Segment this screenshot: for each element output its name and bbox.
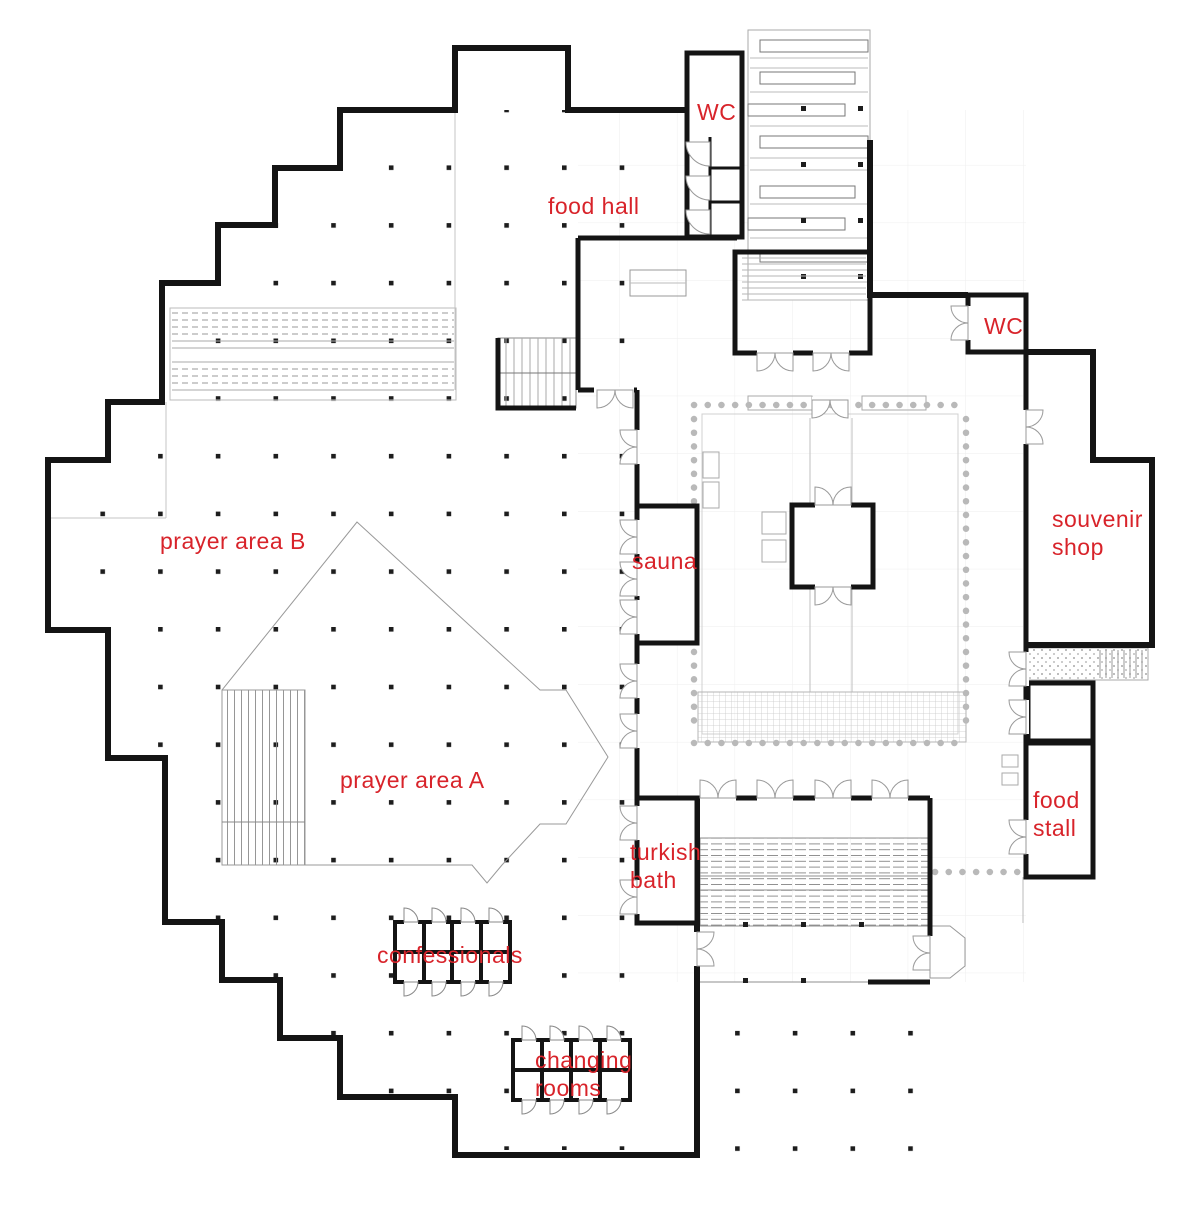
courtyard-structures bbox=[697, 395, 967, 743]
prayer-east-wall bbox=[575, 235, 737, 798]
souvenir-boundary-wall bbox=[1026, 349, 1155, 648]
food-hall-table bbox=[629, 269, 687, 297]
entry-stair-lines bbox=[742, 257, 866, 301]
label-confessionals: confessionals bbox=[377, 942, 523, 968]
terrace-seating bbox=[747, 29, 871, 301]
food-stall-room bbox=[1023, 740, 1096, 880]
label-food-hall: food hall bbox=[548, 193, 639, 219]
confessionals-block bbox=[393, 920, 512, 984]
label-changing-rooms-line1: changing bbox=[535, 1047, 632, 1073]
label-wc-top: WC bbox=[697, 99, 736, 125]
label-turkish-bath-line2: bath bbox=[630, 867, 677, 893]
partition-lines bbox=[48, 110, 456, 519]
east-stair-room bbox=[1025, 680, 1096, 744]
bay-window bbox=[697, 754, 1024, 983]
entrance-ramp bbox=[1027, 647, 1149, 681]
column-grid-dots bbox=[48, 110, 640, 1150]
label-wc-right: WC bbox=[984, 313, 1023, 339]
entry-hall bbox=[732, 249, 873, 356]
wc-right-room bbox=[965, 292, 1029, 355]
prayer-a-stairs bbox=[221, 689, 306, 866]
label-sauna: sauna bbox=[632, 548, 697, 574]
bath-benches bbox=[699, 837, 929, 927]
outer-boundary-wall bbox=[45, 45, 700, 1158]
room-labels: WC food hall WC souvenir shop prayer are… bbox=[160, 99, 1143, 1101]
plaza-column-dots bbox=[718, 1012, 950, 1168]
label-prayer-area-a: prayer area A bbox=[340, 767, 485, 793]
colonnade-columns bbox=[690, 401, 1026, 876]
doors bbox=[403, 141, 1044, 1115]
label-food-stall-line1: food bbox=[1033, 787, 1080, 813]
label-food-stall-line2: stall bbox=[1033, 815, 1076, 841]
thin-structures bbox=[48, 29, 1149, 983]
gallery-lines bbox=[169, 307, 457, 401]
walls bbox=[45, 45, 1155, 1158]
label-turkish-bath-line1: turkish bbox=[630, 839, 701, 865]
corridor-columns bbox=[743, 922, 864, 983]
label-souvenir-shop-line1: souvenir bbox=[1052, 506, 1143, 532]
label-prayer-area-b: prayer area B bbox=[160, 528, 306, 554]
sauna-room bbox=[634, 503, 700, 646]
bath-vestibule bbox=[634, 795, 700, 926]
label-changing-rooms-line2: rooms bbox=[535, 1075, 601, 1101]
label-souvenir-shop-line2: shop bbox=[1052, 534, 1104, 560]
changing-rooms-block bbox=[511, 1038, 632, 1102]
courtyard-kiosk bbox=[789, 502, 876, 590]
